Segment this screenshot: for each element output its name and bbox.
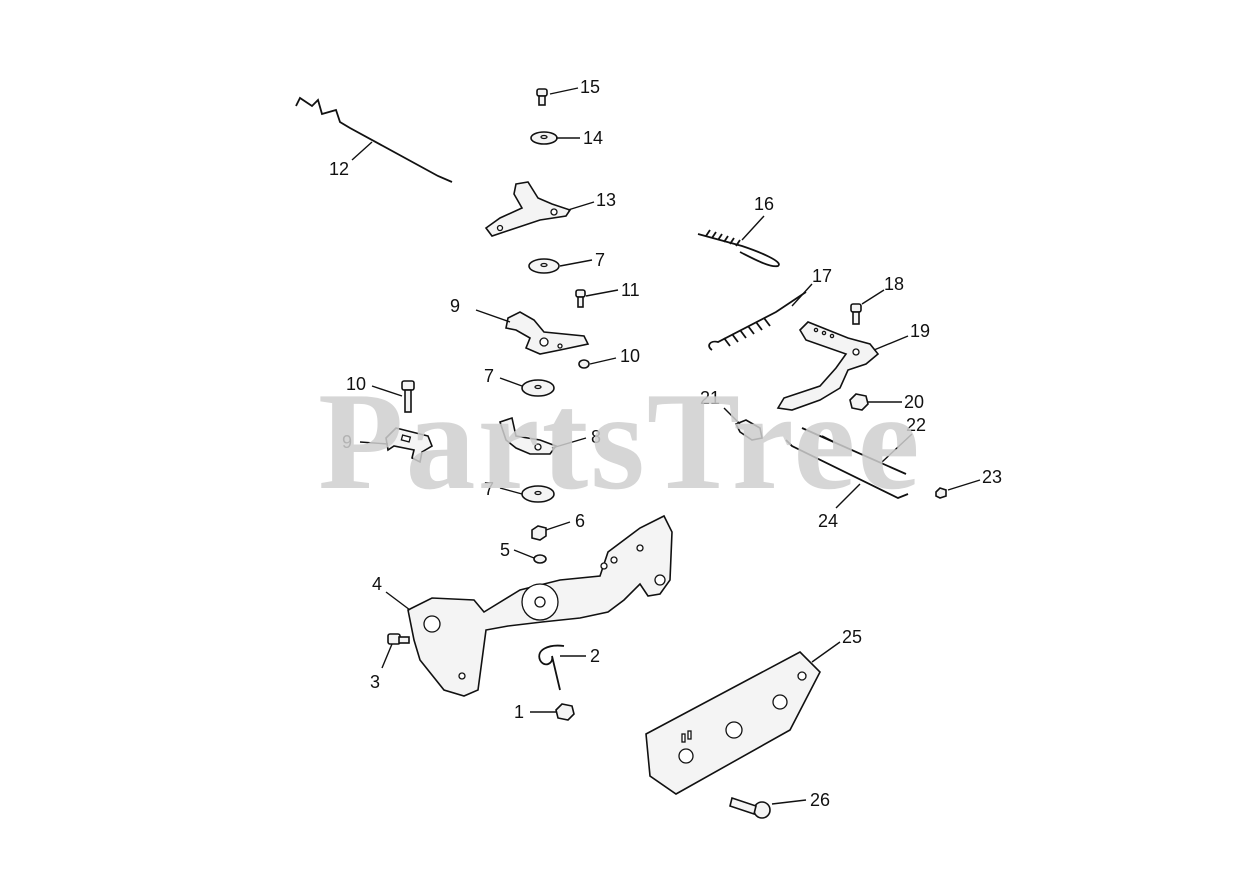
callout-9: 9 bbox=[342, 432, 352, 452]
callout-15: 13 bbox=[596, 190, 616, 210]
part-5-lock-washer bbox=[533, 554, 547, 564]
callout-22: 20 bbox=[904, 392, 924, 412]
leader-15 bbox=[567, 201, 595, 211]
callout-21: 19 bbox=[910, 321, 930, 341]
callout-10: 10 bbox=[346, 374, 366, 394]
callout-3: 3 bbox=[370, 672, 380, 692]
part-22-nut bbox=[849, 393, 869, 411]
callout-7-upper: 7 bbox=[595, 250, 605, 270]
leader-5 bbox=[513, 549, 535, 559]
part-18-spring bbox=[697, 229, 780, 268]
part-25-nut bbox=[935, 487, 947, 499]
part-21-lever bbox=[776, 321, 880, 411]
callout-8: 8 bbox=[591, 427, 601, 447]
callout-11: 9 bbox=[450, 296, 460, 316]
leader-3 bbox=[381, 643, 393, 669]
callout-17: 15 bbox=[580, 77, 600, 97]
callout-20: 18 bbox=[884, 274, 904, 294]
callout-28: 26 bbox=[810, 790, 830, 810]
leader-17 bbox=[549, 87, 579, 95]
part-19-spring bbox=[708, 291, 807, 351]
leader-26 bbox=[835, 483, 861, 509]
part-2-spring bbox=[538, 644, 565, 691]
callout-12: 10 bbox=[620, 346, 640, 366]
callout-13: 11 bbox=[621, 280, 640, 300]
callout-16: 14 bbox=[583, 128, 603, 148]
leader-10 bbox=[371, 385, 403, 397]
part-7-washer-lower bbox=[521, 485, 555, 503]
part-3-screw bbox=[387, 633, 410, 645]
part-10-bolt bbox=[401, 380, 415, 413]
leader-21 bbox=[873, 335, 909, 351]
callout-5: 5 bbox=[500, 540, 510, 560]
part-6-nut bbox=[531, 525, 547, 541]
part-8-lever bbox=[498, 416, 558, 455]
callout-27: 25 bbox=[842, 627, 862, 647]
callout-6: 6 bbox=[575, 511, 585, 531]
leader-14 bbox=[351, 141, 373, 161]
part-7-washer-upper bbox=[528, 258, 560, 274]
part-20-screw bbox=[850, 303, 862, 325]
leader-13 bbox=[585, 289, 619, 297]
leader-12 bbox=[589, 357, 617, 365]
part-4-control-bracket bbox=[407, 514, 673, 697]
part-16-washer bbox=[530, 131, 558, 145]
leader-25 bbox=[947, 479, 981, 491]
part-14-link-rod bbox=[295, 96, 453, 183]
leader-18 bbox=[741, 215, 765, 241]
callout-19: 17 bbox=[812, 266, 832, 286]
leader-8 bbox=[551, 437, 587, 449]
callout-7-middle: 7 bbox=[484, 366, 494, 386]
callout-14: 12 bbox=[329, 159, 349, 179]
part-7-washer-middle bbox=[521, 379, 555, 397]
leader-4 bbox=[385, 591, 411, 611]
callout-23: 21 bbox=[700, 388, 720, 408]
part-13-screw bbox=[575, 289, 586, 308]
part-11-bracket bbox=[505, 311, 590, 355]
callout-26: 24 bbox=[818, 511, 838, 531]
callout-labels: 15 14 13 12 7 11 9 10 7 10 9 8 7 6 5 4 3… bbox=[329, 77, 1002, 810]
leader-11 bbox=[475, 309, 511, 323]
part-12-nut bbox=[578, 359, 590, 369]
callout-2: 2 bbox=[590, 646, 600, 666]
part-27-plate bbox=[645, 651, 821, 795]
leader-23 bbox=[723, 407, 741, 425]
leader-lines bbox=[351, 87, 981, 805]
part-23-clip bbox=[734, 419, 763, 441]
leader-7a bbox=[559, 259, 593, 267]
leader-24 bbox=[881, 433, 913, 463]
part-26-rod bbox=[785, 439, 909, 499]
callout-7-lower: 7 bbox=[484, 479, 494, 499]
leader-7b bbox=[499, 377, 523, 387]
part-28-screw bbox=[729, 796, 771, 819]
leader-6 bbox=[545, 521, 571, 531]
leader-28 bbox=[771, 799, 807, 805]
leader-7c bbox=[499, 487, 523, 495]
leader-9 bbox=[359, 441, 389, 445]
part-1-nut bbox=[555, 703, 575, 721]
part-9-clip bbox=[385, 427, 433, 464]
callout-4: 4 bbox=[372, 574, 382, 594]
part-15-lever bbox=[484, 181, 572, 237]
leader-20 bbox=[861, 289, 885, 305]
callout-25: 23 bbox=[982, 467, 1002, 487]
part-17-screw bbox=[536, 88, 548, 106]
callout-24: 22 bbox=[906, 415, 926, 435]
callout-1: 1 bbox=[514, 702, 524, 722]
part-24-cable bbox=[801, 427, 907, 475]
leader-19 bbox=[791, 283, 813, 307]
leader-27 bbox=[811, 641, 841, 663]
callout-18: 16 bbox=[754, 194, 774, 214]
